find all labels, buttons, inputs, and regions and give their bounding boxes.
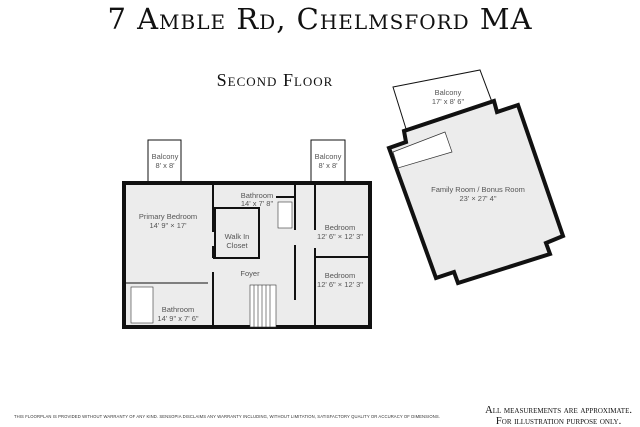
family-room-dims: 23' × 27' 4" — [459, 194, 496, 203]
bathroom-bottom-dims: 14' 9" x 7' 6" — [157, 314, 198, 323]
measurement-note: All measurements are approximate. For il… — [485, 405, 632, 427]
stairs-left — [249, 284, 277, 328]
bedroom-1-label: Bedroom — [325, 223, 355, 232]
family-room-label: Family Room / Bonus Room — [431, 185, 525, 194]
bathroom-top-dims: 14' x 7' 8" — [241, 199, 274, 208]
bedroom-2-label: Bedroom — [325, 271, 355, 280]
foyer-label: Foyer — [240, 269, 260, 278]
closet-label: Walk In — [225, 232, 250, 241]
balcony-left-dims: 8' x 8' — [155, 161, 175, 170]
balcony-left-label: Balcony — [152, 152, 179, 161]
closet-label-2: Closet — [226, 241, 248, 250]
primary-bedroom-label: Primary Bedroom — [139, 212, 197, 221]
balcony-right-label: Balcony — [435, 88, 462, 97]
bathroom-top-label: Bathroom — [241, 191, 274, 200]
balcony-mid-shape — [310, 139, 346, 184]
note-line-1: All measurements are approximate. — [485, 405, 632, 416]
primary-bedroom-dims: 14' 9" × 17' — [149, 221, 187, 230]
balcony-mid-dims: 8' x 8' — [318, 161, 338, 170]
balcony-mid-label: Balcony — [315, 152, 342, 161]
bedroom-2-dims: 12' 6" × 12' 3" — [317, 280, 363, 289]
stairs-right — [392, 131, 453, 169]
balcony-left-shape — [147, 139, 182, 184]
balcony-right-dims: 17' x 8' 6" — [432, 97, 465, 106]
bedroom-1-dims: 12' 6" × 12' 3" — [317, 232, 363, 241]
bathtub — [277, 201, 293, 229]
page-title: 7 Amble Rd, Chelmsford MA — [107, 2, 533, 36]
main-building — [122, 139, 372, 329]
disclaimer: THIS FLOORPLAN IS PROVIDED WITHOUT WARRA… — [14, 414, 440, 419]
bathroom-bottom-label: Bathroom — [162, 305, 195, 314]
shower — [130, 286, 154, 324]
family-room-building — [386, 69, 566, 286]
note-line-2: For illustration purpose only. — [495, 416, 622, 427]
floor-label: Second Floor — [216, 70, 334, 90]
